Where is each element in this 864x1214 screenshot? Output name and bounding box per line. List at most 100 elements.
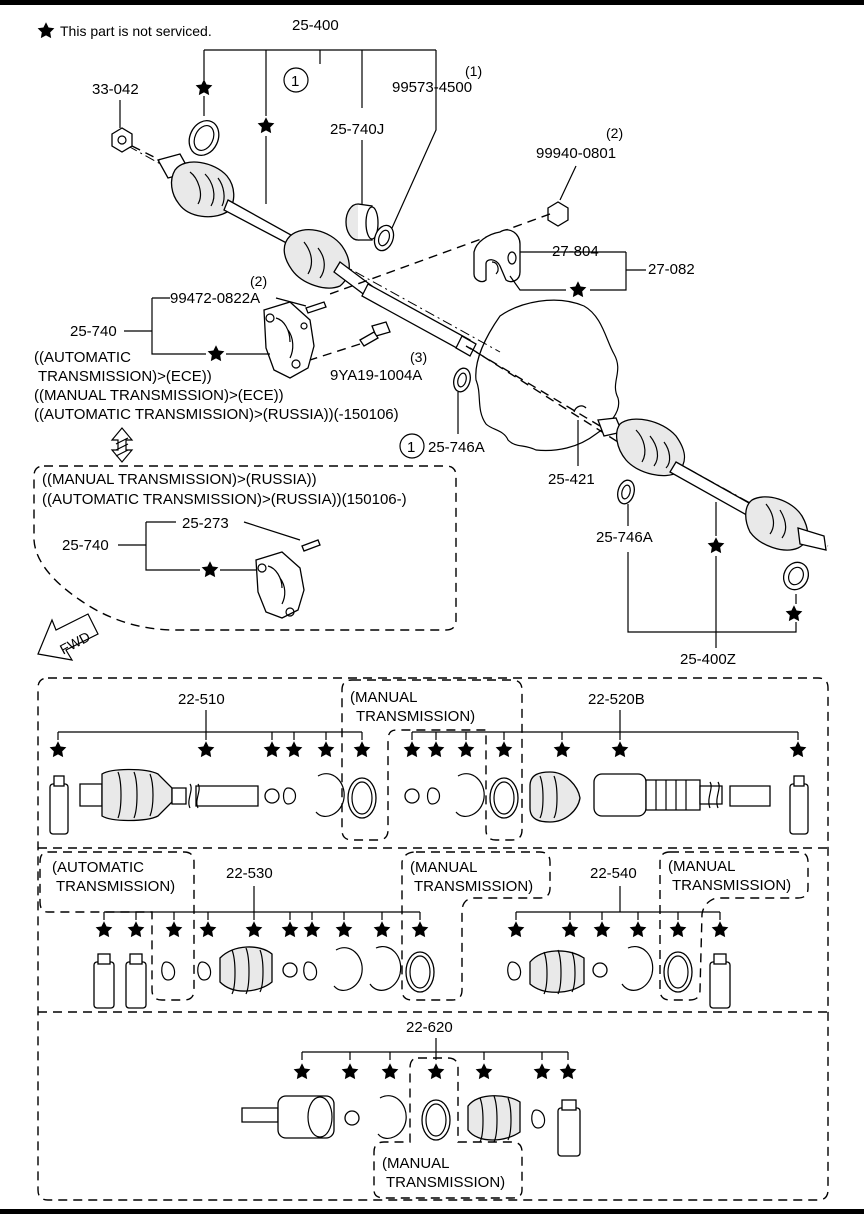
auto-label-b2: TRANSMISSION) [56,878,175,895]
manual-label-c2: TRANSMISSION) [414,878,533,895]
bearing-25-740J [345,203,379,241]
row1b-stars [403,732,807,758]
bearing-bracket-alt [255,551,305,619]
star-icon [201,561,219,578]
callout-number-1-b: 1 [407,439,415,456]
label-25-400Z: 25-400Z [680,651,736,668]
label-25-400: 25-400 [292,17,339,34]
label-99940: 99940-0801 [536,145,616,162]
label-9YA19-num: (3) [410,349,427,365]
label-99472: 99472-0822A [170,290,260,307]
star-icon [207,345,225,362]
kit-22-530: 22-530 [226,865,273,882]
bottom-border [0,1209,864,1214]
snap-ring [188,119,220,157]
bolt-9YA19 [309,321,391,361]
callout-number-1: 1 [291,73,299,90]
manual-label-c1: (MANUAL [410,859,478,876]
outer-cv-joint [241,1095,335,1139]
clamp-small [264,788,280,804]
alt-condition-line-2: ((AUTOMATIC TRANSMISSION)>(RUSSIA))(1501… [42,491,407,508]
condition-line-3: ((MANUAL TRANSMISSION)>(ECE)) [34,387,284,404]
grease-tube-icon [93,953,147,1009]
boot-icon [219,946,273,995]
manual-transmission-box-c [401,851,551,1001]
legend-text: This part is not serviced. [60,23,212,39]
row1-stars [49,732,371,758]
oil-seal-25-746A-right [617,479,635,505]
kit-22-510: 22-510 [178,691,225,708]
manual-transmission-box [341,679,523,841]
bolt-99472 [305,301,327,314]
label-99573-num: (1) [465,63,482,79]
auto-label-b1: (AUTOMATIC [52,859,144,876]
kit-section-box [37,677,829,1201]
bracket-27-082 [473,229,521,283]
label-33-042: 33-042 [92,81,139,98]
fwd-label: FWD [57,628,93,657]
row2b-stars [507,912,729,938]
label-25-273: 25-273 [182,515,229,532]
left-drive-shaft [127,145,501,357]
clamp-band [282,787,297,805]
retaining-ring [347,777,377,819]
star-icon [707,537,725,554]
boot-icon [467,1095,521,1143]
clip-25-421 [573,405,587,413]
label-25-746A-right: 25-746A [596,529,653,546]
manual-label-d2: TRANSMISSION) [672,877,791,894]
manual-label-a1: (MANUAL [350,689,418,706]
bearing-bracket-25-740 [263,301,315,379]
label-25-746A-left: 25-746A [428,439,485,456]
manual-label-e2: TRANSMISSION) [386,1174,505,1191]
label-25-740J: 25-740J [330,121,384,138]
kit-22-620: 22-620 [406,1019,453,1036]
cv-joint-assembly [79,768,259,822]
label-25-421: 25-421 [548,471,595,488]
callout-circle [399,433,425,459]
label-99472-num: (2) [250,273,267,289]
bolt-25-273 [301,539,321,552]
manual-label-e1: (MANUAL [382,1155,450,1172]
right-drive-shaft [597,417,829,551]
forward-arrow-icon: FWD [37,613,99,661]
automatic-transmission-box [39,851,195,1001]
condition-line-4: ((AUTOMATIC TRANSMISSION)>(RUSSIA))(-150… [34,406,399,423]
manual-transmission-box-e [373,1057,523,1199]
manual-label-a2: TRANSMISSION) [356,708,475,725]
star-icon [257,117,275,134]
label-9YA19: 9YA19-1004A [330,367,422,384]
nut-33-042 [111,127,133,153]
condition-line-1: ((AUTOMATIC [34,349,131,366]
grease-tube-icon [709,953,731,1009]
alt-condition-line-1: ((MANUAL TRANSMISSION)>(RUSSIA)) [42,471,317,488]
star-icon [195,79,213,96]
manual-transmission-box-d [659,851,809,1001]
label-99573: 99573-4500 [392,79,472,96]
grease-tube-icon [557,1099,581,1157]
kit-22-520B: 22-520B [588,691,645,708]
nut-99940 [547,201,569,227]
inner-cv-joint [529,771,771,823]
oil-seal-25-746A [453,367,471,393]
condition-line-2: TRANSMISSION)>(ECE)) [38,368,212,385]
grease-tube-icon [49,775,69,835]
star-icon [37,22,55,39]
label-25-740-alt: 25-740 [62,537,109,554]
callout-circle [283,67,309,93]
transmission-case [475,299,620,452]
star-icon [785,605,803,622]
top-border [0,0,864,5]
snap-ring-right [782,561,810,591]
label-99940-num: (2) [606,125,623,141]
boot-icon [529,949,585,995]
row3-stars [293,1052,577,1080]
star-icon [569,281,587,298]
manual-label-d1: (MANUAL [668,858,736,875]
grease-tube-icon [789,775,809,835]
label-27-082: 27-082 [648,261,695,278]
double-arrow-icon [110,427,134,463]
circlip [315,773,345,817]
kit-22-540: 22-540 [590,865,637,882]
label-25-740: 25-740 [70,323,117,340]
